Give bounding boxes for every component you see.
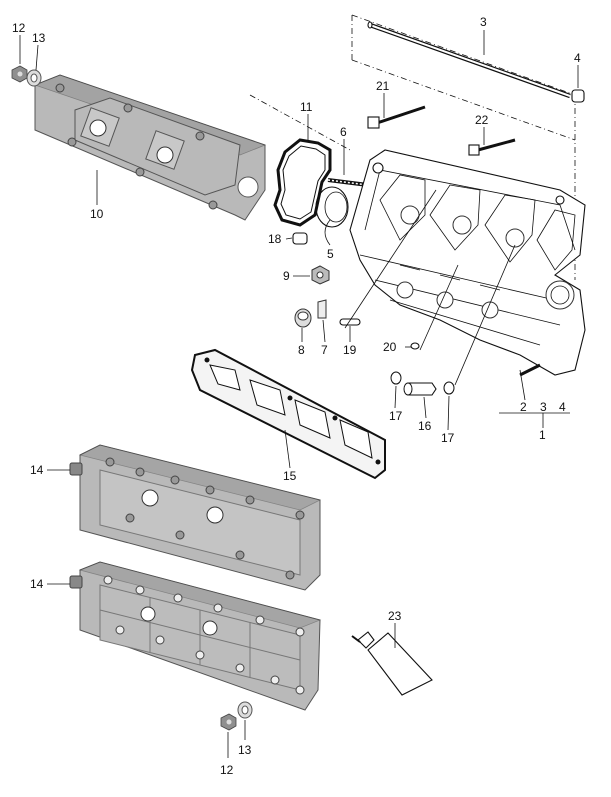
label-17-left: 17: [389, 409, 403, 423]
part-14-cover-upper: [69, 444, 322, 591]
label-14-upper: 14: [30, 463, 44, 477]
label-4: 4: [574, 51, 581, 65]
label-3: 3: [480, 15, 487, 29]
label-3b: 3: [540, 400, 547, 414]
part-20-pin: [410, 342, 420, 350]
label-6: 6: [340, 125, 347, 139]
part-17-ring-left: [390, 371, 402, 385]
label-12-bottom: 12: [220, 763, 234, 777]
label-8: 8: [298, 343, 305, 357]
part-6-stud: [327, 178, 369, 187]
part-14-cover-lower: [69, 561, 322, 711]
label-14-lower: 14: [30, 577, 44, 591]
label-5: 5: [327, 247, 334, 261]
part-22-bolt: [468, 138, 516, 156]
part-8-bushing: [294, 308, 312, 328]
label-7: 7: [321, 343, 328, 357]
part-3-rod: [367, 21, 571, 99]
label-21: 21: [376, 79, 390, 93]
label-16: 16: [418, 419, 432, 433]
part-18-sleeve: [292, 232, 308, 245]
part-13-washer-bottom: [237, 701, 253, 719]
label-19: 19: [343, 343, 357, 357]
label-12-top: 12: [12, 21, 26, 35]
label-22: 22: [475, 113, 489, 127]
label-13-top: 13: [32, 31, 46, 45]
part-9-nut: [311, 265, 330, 285]
label-13-bottom: 13: [238, 743, 252, 757]
part-15-gasket: [190, 348, 386, 480]
label-18: 18: [268, 232, 282, 246]
label-9: 9: [283, 269, 290, 283]
cylinder-head: [349, 149, 586, 377]
leader-lines: [19, 30, 579, 758]
part-7-clip: [317, 299, 327, 319]
part-10-valve-cover: [33, 74, 267, 221]
part-17-ring-right: [443, 381, 455, 395]
part-12-nut-top: [11, 65, 28, 83]
label-23: 23: [388, 609, 402, 623]
part-4-cap: [571, 89, 585, 103]
label-1: 1: [539, 428, 546, 442]
label-2: 2: [520, 400, 527, 414]
phantom-lines: [249, 14, 576, 280]
part-19-pin: [339, 318, 361, 326]
label-11: 11: [300, 100, 313, 114]
part-23-tube: [351, 631, 433, 696]
label-17-right: 17: [441, 431, 455, 445]
part-11-gasket: [273, 138, 332, 227]
part-16-dowel: [403, 382, 437, 396]
part-13-washer-top: [26, 69, 42, 87]
label-20: 20: [383, 340, 397, 354]
part-21-bolt: [367, 105, 426, 129]
part-12-nut-bottom: [220, 713, 237, 731]
label-4b: 4: [559, 400, 566, 414]
label-10: 10: [90, 207, 104, 221]
label-15: 15: [283, 469, 297, 483]
part-number-labels: 3 4 21 22 6 11 12 13 10 18 5 9 8 7 19 20…: [12, 15, 581, 777]
